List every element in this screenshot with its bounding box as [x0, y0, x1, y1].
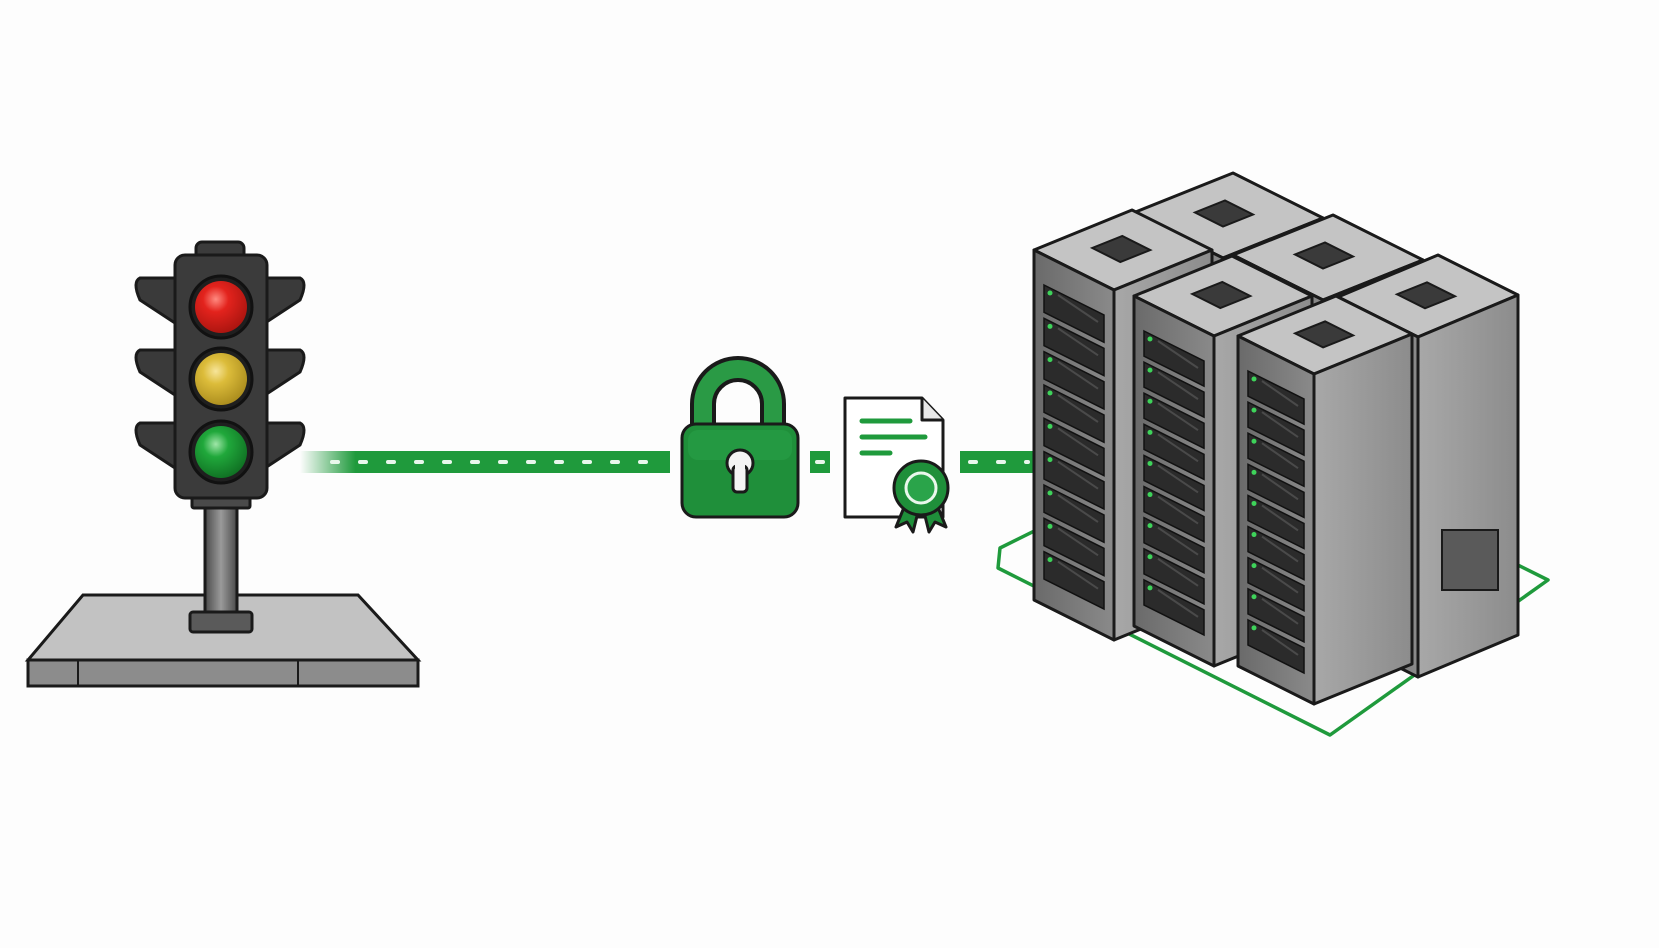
- server-unit: [1247, 556, 1305, 612]
- status-led: [1147, 585, 1153, 591]
- server-unit: [1143, 392, 1205, 450]
- status-led: [1147, 492, 1153, 498]
- server-unit: [1143, 547, 1205, 606]
- status-led: [1251, 469, 1257, 475]
- rack-vent: [1192, 199, 1256, 228]
- connection-dashes: [330, 460, 1030, 464]
- rack-vent: [1394, 281, 1458, 310]
- server-unit: [1143, 485, 1205, 543]
- server-unit: [1043, 450, 1105, 511]
- status-led: [1251, 500, 1257, 506]
- status-led: [1147, 460, 1153, 466]
- connection-dash: [442, 460, 452, 464]
- server-rack-icon: [996, 171, 1550, 737]
- traffic-light-pole: [203, 493, 239, 625]
- server-unit: [1247, 494, 1305, 550]
- server-unit: [1247, 587, 1305, 644]
- server-unit: [1143, 516, 1205, 574]
- status-led: [1147, 367, 1153, 373]
- server-unit: [1247, 463, 1305, 519]
- server-unit: [1143, 360, 1205, 419]
- status-led: [1047, 290, 1053, 296]
- status-led: [1047, 357, 1053, 363]
- status-led: [1047, 490, 1053, 496]
- status-led: [1147, 336, 1153, 342]
- status-led: [1251, 407, 1257, 413]
- status-led: [1147, 523, 1153, 529]
- green-light: [188, 419, 254, 485]
- server-unit: [1043, 483, 1105, 544]
- status-led: [1047, 557, 1053, 563]
- server-unit: [1043, 350, 1105, 411]
- server-unit: [1143, 423, 1205, 481]
- status-led: [1047, 523, 1053, 529]
- status-led: [1251, 376, 1257, 382]
- server-unit: [1247, 525, 1305, 581]
- status-led: [1251, 625, 1257, 631]
- padlock-icon: [680, 356, 800, 519]
- rack-vent: [1292, 320, 1356, 349]
- status-led: [1047, 390, 1053, 396]
- server-racks: [1032, 171, 1520, 706]
- connection-dash: [582, 460, 592, 464]
- certificate-text-lines: [859, 418, 928, 456]
- connection-dash: [330, 460, 340, 464]
- server-unit: [1247, 400, 1305, 457]
- status-led: [1047, 323, 1053, 329]
- status-led: [1147, 554, 1153, 560]
- rack-vent: [1292, 241, 1356, 270]
- server-unit: [1043, 417, 1105, 477]
- status-led: [1147, 398, 1153, 404]
- red-light: [188, 274, 254, 340]
- rack-vent: [1089, 234, 1153, 264]
- server-unit: [1247, 618, 1305, 675]
- status-led: [1251, 563, 1257, 569]
- connection-dash: [498, 460, 508, 464]
- connection-dash: [386, 460, 396, 464]
- server-unit: [1043, 283, 1105, 344]
- connection-dash: [414, 460, 424, 464]
- status-led: [1047, 423, 1053, 429]
- connection-dash: [1024, 460, 1030, 464]
- traffic-light-icon: [24, 240, 422, 688]
- ribbon-seal-icon: [892, 459, 950, 534]
- connection-dash: [638, 460, 648, 464]
- connection-dash: [470, 460, 480, 464]
- pavement-base: [24, 593, 422, 688]
- status-led: [1147, 429, 1153, 435]
- secure-connection-line: [300, 451, 1040, 473]
- certificate-icon: [843, 396, 950, 534]
- status-led: [1251, 532, 1257, 538]
- server-unit: [1043, 517, 1105, 577]
- server-unit: [1043, 383, 1105, 444]
- connection-dash: [554, 460, 564, 464]
- server-unit: [1143, 578, 1205, 637]
- connection-dash: [610, 460, 620, 464]
- status-led: [1047, 457, 1053, 463]
- server-unit: [1143, 454, 1205, 512]
- connection-dash: [968, 460, 978, 464]
- server-unit: [1247, 369, 1305, 426]
- server-unit: [1043, 317, 1105, 377]
- connection-dash: [358, 460, 368, 464]
- server-unit: [1043, 550, 1105, 611]
- connection-dash: [815, 460, 825, 464]
- server-rack-front-right: [1236, 294, 1414, 706]
- connection-dash: [996, 460, 1006, 464]
- keyhole-icon: [725, 448, 755, 494]
- traffic-light-visors: [134, 276, 306, 473]
- status-led: [1251, 438, 1257, 444]
- rack-vent: [1189, 280, 1253, 310]
- server-unit: [1247, 432, 1305, 488]
- status-led: [1251, 594, 1257, 600]
- rack-grille: [1441, 529, 1499, 591]
- server-unit: [1143, 329, 1205, 388]
- amber-light: [188, 346, 254, 412]
- connection-dash: [526, 460, 536, 464]
